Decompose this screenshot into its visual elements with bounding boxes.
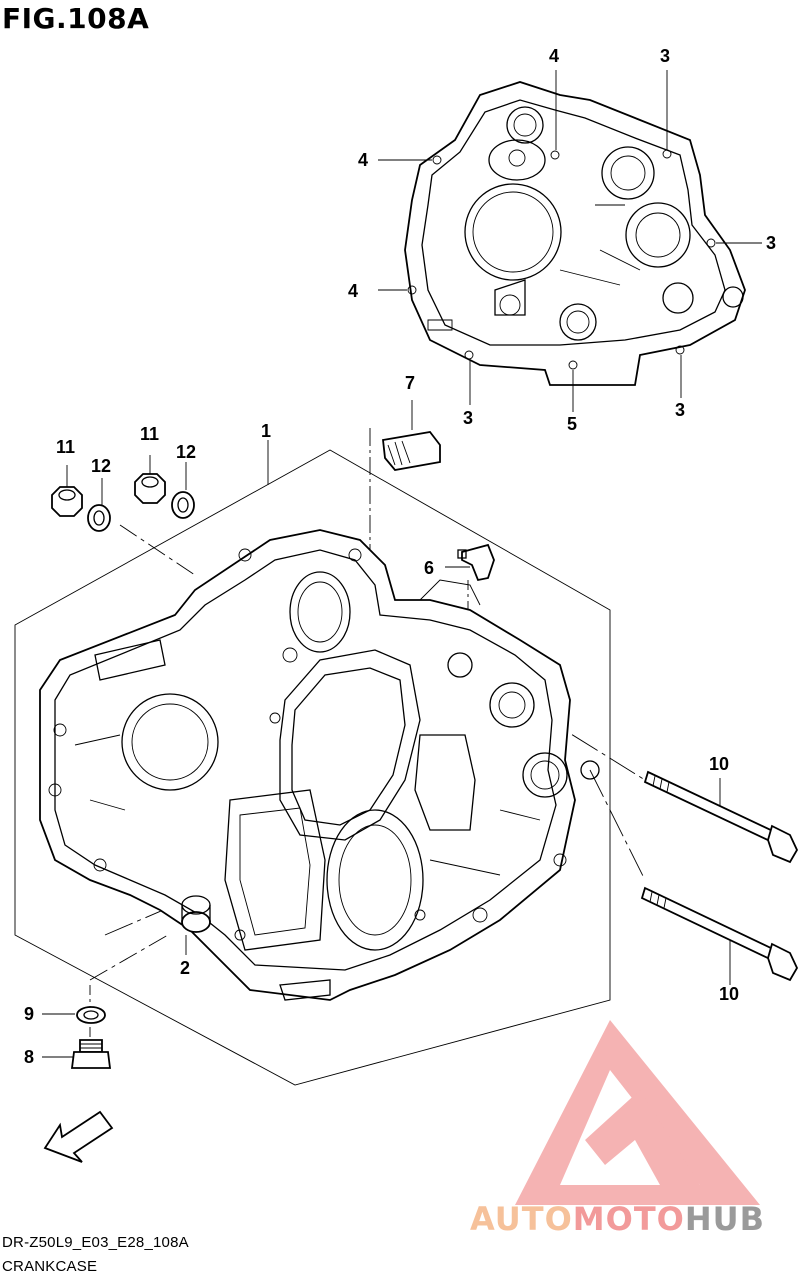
callout-12a: 12 — [91, 456, 111, 476]
callout-11b: 11 — [140, 424, 159, 444]
drain-plug — [70, 1039, 112, 1069]
assembly-outline — [14, 449, 611, 1086]
breather-fitting — [457, 543, 495, 582]
watermark-hub: HUB — [684, 1200, 766, 1238]
rubber-cap — [382, 431, 441, 471]
watermark-logo — [515, 1020, 760, 1205]
gasket — [76, 1006, 106, 1024]
callout-10b: 10 — [719, 984, 739, 1004]
callout-3d: 3 — [675, 400, 685, 420]
washer-left — [87, 504, 111, 532]
callout-labels: 4 3 4 3 4 7 3 5 3 1 11 12 11 12 6 10 10 … — [24, 46, 776, 1149]
callout-5: 5 — [567, 414, 577, 434]
nut-left — [51, 486, 83, 517]
callout-7: 7 — [405, 373, 415, 393]
dowel-pin — [181, 895, 211, 933]
callout-4b: 4 — [358, 150, 368, 170]
callout-1: 1 — [261, 421, 271, 441]
callout-3c: 3 — [463, 408, 473, 428]
callout-3a: 3 — [660, 46, 670, 66]
callout-4a: 4 — [549, 46, 559, 66]
bolt-upper — [643, 770, 799, 864]
callout-8: 8 — [24, 1047, 34, 1067]
callout-4c: 4 — [348, 281, 358, 301]
nut-right — [134, 473, 166, 504]
crankcase-right-half — [404, 81, 746, 386]
callout-9: 9 — [24, 1004, 34, 1024]
callout-11a: 11 — [56, 437, 75, 457]
callout-2: 2 — [180, 958, 190, 978]
crankcase-left-half — [39, 529, 600, 1001]
diagram-name: CRANKCASE — [2, 1258, 98, 1275]
figure-title: FIG.108A — [2, 2, 150, 35]
callout-10a: 10 — [709, 754, 729, 774]
watermark-text: AUTOMOTOHUB — [470, 1200, 765, 1238]
washer-right — [171, 491, 195, 519]
watermark-moto: MOTO — [572, 1200, 685, 1238]
bolt-lower — [640, 886, 799, 982]
watermark-auto: AUTO — [470, 1200, 573, 1238]
callout-6: 6 — [424, 558, 434, 578]
forward-arrow — [43, 1110, 114, 1163]
callout-12b: 12 — [176, 442, 196, 462]
diagram-code: DR-Z50L9_E03_E28_108A — [2, 1234, 189, 1251]
callout-3b: 3 — [766, 233, 776, 253]
